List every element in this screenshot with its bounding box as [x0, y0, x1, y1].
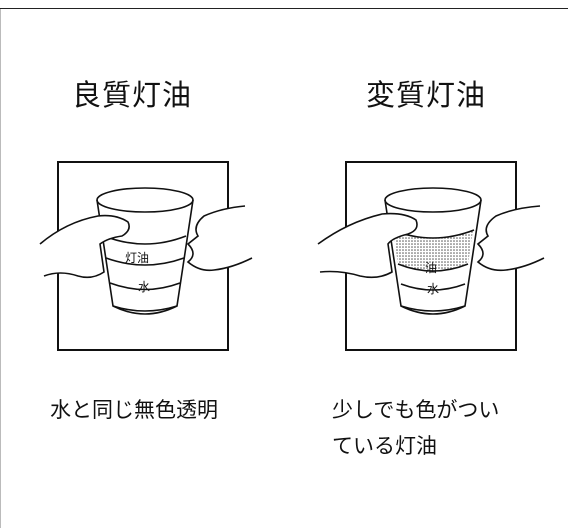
bad-caption-line-1: 少しでも色がつい: [332, 398, 500, 422]
bad-left-hand: [317, 212, 418, 279]
good-kerosene-title: 良質灯油: [72, 78, 193, 112]
top-rule: [0, 8, 568, 9]
good-kerosene-caption: 水と同じ無色透明: [50, 398, 218, 422]
bad-kerosene-caption: 少しでも色がつい ている灯油: [332, 392, 499, 464]
bad-glass: [384, 187, 482, 315]
bad-caption-line-2: ている灯油: [332, 434, 437, 458]
good-left-hand: [39, 214, 130, 279]
bad-kerosene-title: 変質灯油: [366, 78, 487, 112]
bad-oil-label: 油: [425, 261, 437, 275]
left-rule: [0, 9, 1, 528]
good-right-hand: [186, 205, 253, 272]
good-water-label: 水: [138, 280, 150, 294]
bad-water-label: 水: [427, 282, 439, 296]
bad-tinted-oil: [393, 230, 473, 271]
good-oil-label: 灯油: [125, 251, 149, 265]
bad-right-hand: [476, 205, 545, 272]
